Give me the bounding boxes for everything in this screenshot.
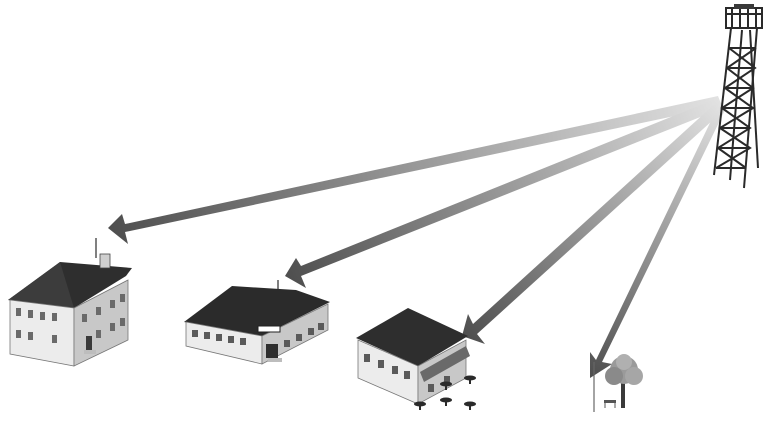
signal-beam-office [285, 98, 723, 288]
signal-beam-cafe [462, 100, 724, 344]
radio-tower-icon [714, 4, 762, 188]
office-building-icon [184, 280, 330, 364]
cafe-building-icon [356, 308, 476, 410]
house-icon [8, 238, 132, 366]
